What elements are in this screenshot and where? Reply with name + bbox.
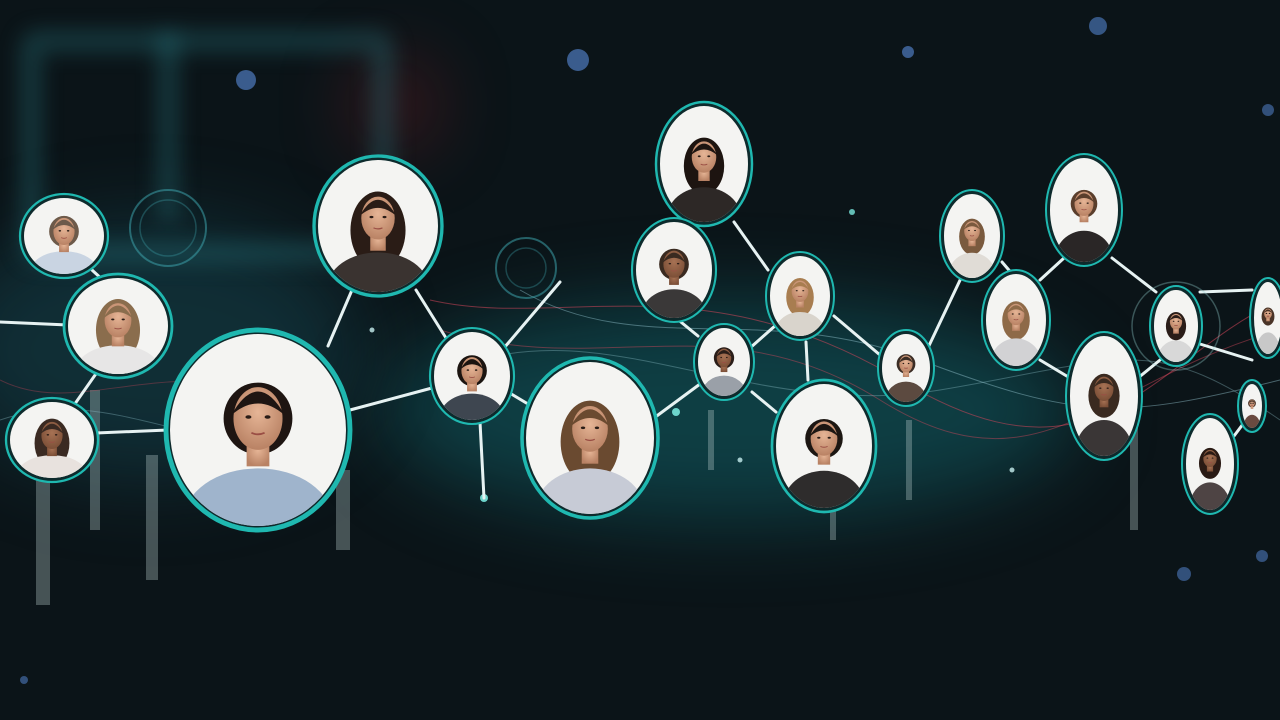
portrait-node (62, 272, 174, 380)
connectors (0, 220, 1254, 500)
bokeh-dots (20, 17, 1274, 684)
portrait-node (1181, 413, 1239, 515)
decorative-rings (129, 189, 557, 299)
blurred-window-frame (20, 30, 394, 264)
portrait-node (654, 100, 754, 228)
portrait-node (428, 326, 516, 426)
portrait-node (1249, 277, 1280, 359)
portrait-node (877, 329, 935, 407)
portrait-node (520, 356, 660, 520)
portrait-node (981, 269, 1051, 371)
portrait-node (4, 396, 100, 484)
portrait-node (1045, 153, 1123, 267)
portrait-node (163, 327, 353, 533)
portrait-node (312, 154, 444, 298)
portrait-node (693, 323, 755, 401)
portrait-nodes (4, 100, 1280, 533)
portrait-node (1065, 331, 1143, 461)
portrait-node (18, 192, 110, 280)
portrait-node (770, 378, 878, 514)
portrait-node (630, 216, 718, 324)
portrait-node (765, 251, 835, 341)
portrait-node (1237, 379, 1267, 433)
orbit-ring (1131, 281, 1221, 371)
portrait-node (1149, 285, 1203, 367)
portrait-node (939, 189, 1005, 283)
